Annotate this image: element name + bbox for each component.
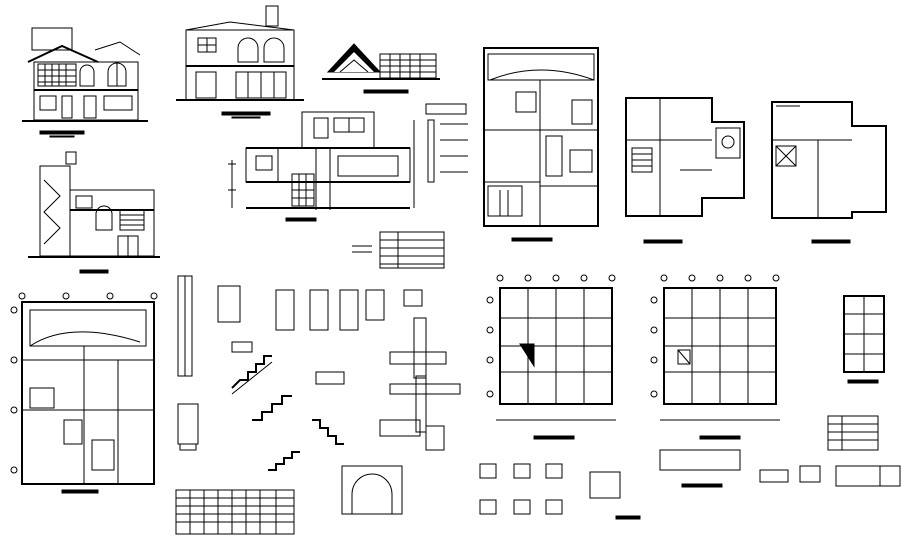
roof-plan	[771, 101, 887, 244]
stair-details	[177, 275, 344, 471]
arch-detail	[341, 465, 403, 515]
first-floor-plan	[625, 97, 745, 244]
structural-plan-2	[650, 274, 780, 440]
stair-plan	[843, 295, 885, 384]
section-a-a	[28, 151, 160, 274]
beam-column-details	[479, 415, 901, 520]
schedule-table	[175, 489, 295, 535]
front-elevation	[22, 27, 148, 138]
foundation-plan	[10, 292, 158, 494]
rear-elevation	[176, 5, 304, 119]
wall-junction-details	[379, 317, 461, 451]
section-b-b	[228, 111, 415, 222]
structural-plan-1	[486, 274, 616, 440]
legend-box	[352, 231, 445, 269]
side-elevation	[322, 43, 440, 94]
footing-details	[217, 285, 423, 385]
ground-floor-plan	[483, 47, 599, 242]
wall-detail	[425, 103, 468, 183]
